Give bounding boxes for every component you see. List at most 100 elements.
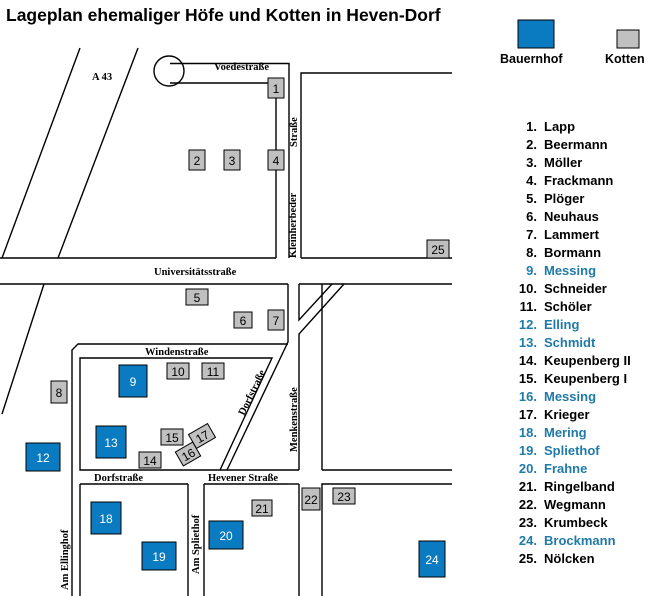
marker-box-15 — [160, 428, 184, 446]
marker-box-22 — [301, 487, 321, 511]
road-network — [0, 47, 452, 596]
marker-label-6: 6 — [240, 314, 247, 328]
marker-label-17: 17 — [193, 427, 212, 446]
list-number: 12. — [519, 317, 537, 332]
label-strasse: Straße — [289, 117, 300, 147]
marker-8: 8 — [50, 380, 68, 404]
marker-box-4 — [267, 149, 285, 171]
marker-box-18 — [90, 501, 122, 535]
marker-label-11: 11 — [207, 365, 220, 379]
marker-box-13 — [95, 425, 127, 459]
map-title: Lageplan ehemaliger Höfe und Kotten in H… — [6, 5, 441, 25]
marker-label-1: 1 — [273, 82, 280, 96]
marker-label-3: 3 — [229, 154, 236, 168]
list-name: Spliethof — [544, 443, 600, 458]
marker-label-23: 23 — [337, 490, 351, 504]
marker-24: 24 — [418, 540, 446, 578]
list-name: Keupenberg II — [544, 353, 631, 368]
list-number: 21. — [519, 479, 537, 494]
legend-kotten-swatch — [616, 29, 640, 49]
marker-box-20 — [208, 520, 244, 550]
label-kleinherbeder: Kleinherbeder — [288, 192, 299, 258]
list-number: 3. — [526, 155, 537, 170]
list-name: Messing — [544, 389, 596, 404]
marker-11: 11 — [201, 362, 225, 380]
label-a43: A 43 — [92, 72, 112, 83]
list-number: 19. — [519, 443, 537, 458]
list-name: Nölcken — [544, 551, 595, 566]
list-name: Schneider — [544, 281, 607, 296]
voedestrasse-north — [170, 62, 290, 258]
marker-6: 6 — [233, 311, 253, 329]
marker-18: 18 — [90, 501, 122, 535]
legend-bauernhof-label: Bauernhof — [500, 52, 563, 66]
list-name: Krumbeck — [544, 515, 608, 530]
label-universitaetsstrasse: Universitätsstraße — [154, 267, 237, 278]
marker-13: 13 — [95, 425, 127, 459]
a43-right-edge — [57, 47, 139, 259]
marker-label-12: 12 — [36, 451, 50, 465]
marker-label-18: 18 — [99, 512, 113, 526]
marker-box-1 — [267, 77, 285, 99]
marker-14: 14 — [138, 451, 162, 469]
legend: Bauernhof Kotten — [500, 19, 645, 66]
marker-label-5: 5 — [194, 291, 201, 305]
marker-box-23 — [332, 487, 356, 505]
lower-right-block — [321, 483, 452, 596]
list-name: Frackmann — [544, 173, 613, 188]
list-name: Beermann — [544, 137, 608, 152]
label-dorfstrasse: Dorfstraße — [94, 473, 143, 484]
list-number: 22. — [519, 497, 537, 512]
list-number: 5. — [526, 191, 537, 206]
marker-label-9: 9 — [130, 375, 137, 389]
list-name: Lapp — [544, 119, 575, 134]
marker-12: 12 — [25, 442, 61, 472]
marker-box-12 — [25, 442, 61, 472]
marker-4: 4 — [267, 149, 285, 171]
marker-box-16 — [174, 441, 202, 467]
marker-15: 15 — [160, 428, 184, 446]
a43-south-edge — [1, 283, 45, 415]
list-number: 14. — [519, 353, 537, 368]
list-name: Mering — [544, 425, 587, 440]
cul-de-sac — [153, 55, 185, 87]
list-name: Elling — [544, 317, 579, 332]
list-number: 20. — [519, 461, 537, 476]
marker-label-22: 22 — [304, 493, 318, 507]
marker-box-3 — [223, 149, 241, 171]
marker-box-9 — [118, 364, 148, 398]
list-number: 15. — [519, 371, 537, 386]
marker-22: 22 — [301, 487, 321, 511]
list-name: Plöger — [544, 191, 584, 206]
marker-label-4: 4 — [273, 154, 280, 168]
legend-kotten-label: Kotten — [605, 52, 645, 66]
list-number: 7. — [526, 227, 537, 242]
list-name: Schmidt — [544, 335, 596, 350]
marker-label-10: 10 — [171, 365, 185, 379]
menkenstrasse-west — [298, 283, 345, 470]
marker-box-5 — [185, 288, 209, 306]
list-number: 16. — [519, 389, 537, 404]
voedestrasse-south — [170, 82, 277, 258]
marker-box-24 — [418, 540, 446, 578]
list-number: 6. — [526, 209, 537, 224]
list-name: Messing — [544, 263, 596, 278]
dorfstrasse-diagonal-west — [226, 284, 289, 471]
list-number: 2. — [526, 137, 537, 152]
marker-box-17 — [187, 422, 217, 450]
farm-name-list: 1.Lapp2.Beermann3.Möller4.Frackmann5.Plö… — [519, 119, 631, 566]
label-am-ellinghof: Am Ellinghof — [60, 529, 71, 590]
list-name: Schöler — [544, 299, 592, 314]
list-number: 23. — [519, 515, 537, 530]
list-number: 4. — [526, 173, 537, 188]
marker-box-21 — [251, 499, 273, 517]
marker-9: 9 — [118, 364, 148, 398]
list-name: Ringelband — [544, 479, 615, 494]
list-number: 18. — [519, 425, 537, 440]
list-name: Brockmann — [544, 533, 616, 548]
label-voedestrasse: Voedestraße — [214, 62, 269, 73]
marker-label-24: 24 — [425, 553, 439, 567]
marker-25: 25 — [426, 239, 450, 259]
list-number: 13. — [519, 335, 537, 350]
